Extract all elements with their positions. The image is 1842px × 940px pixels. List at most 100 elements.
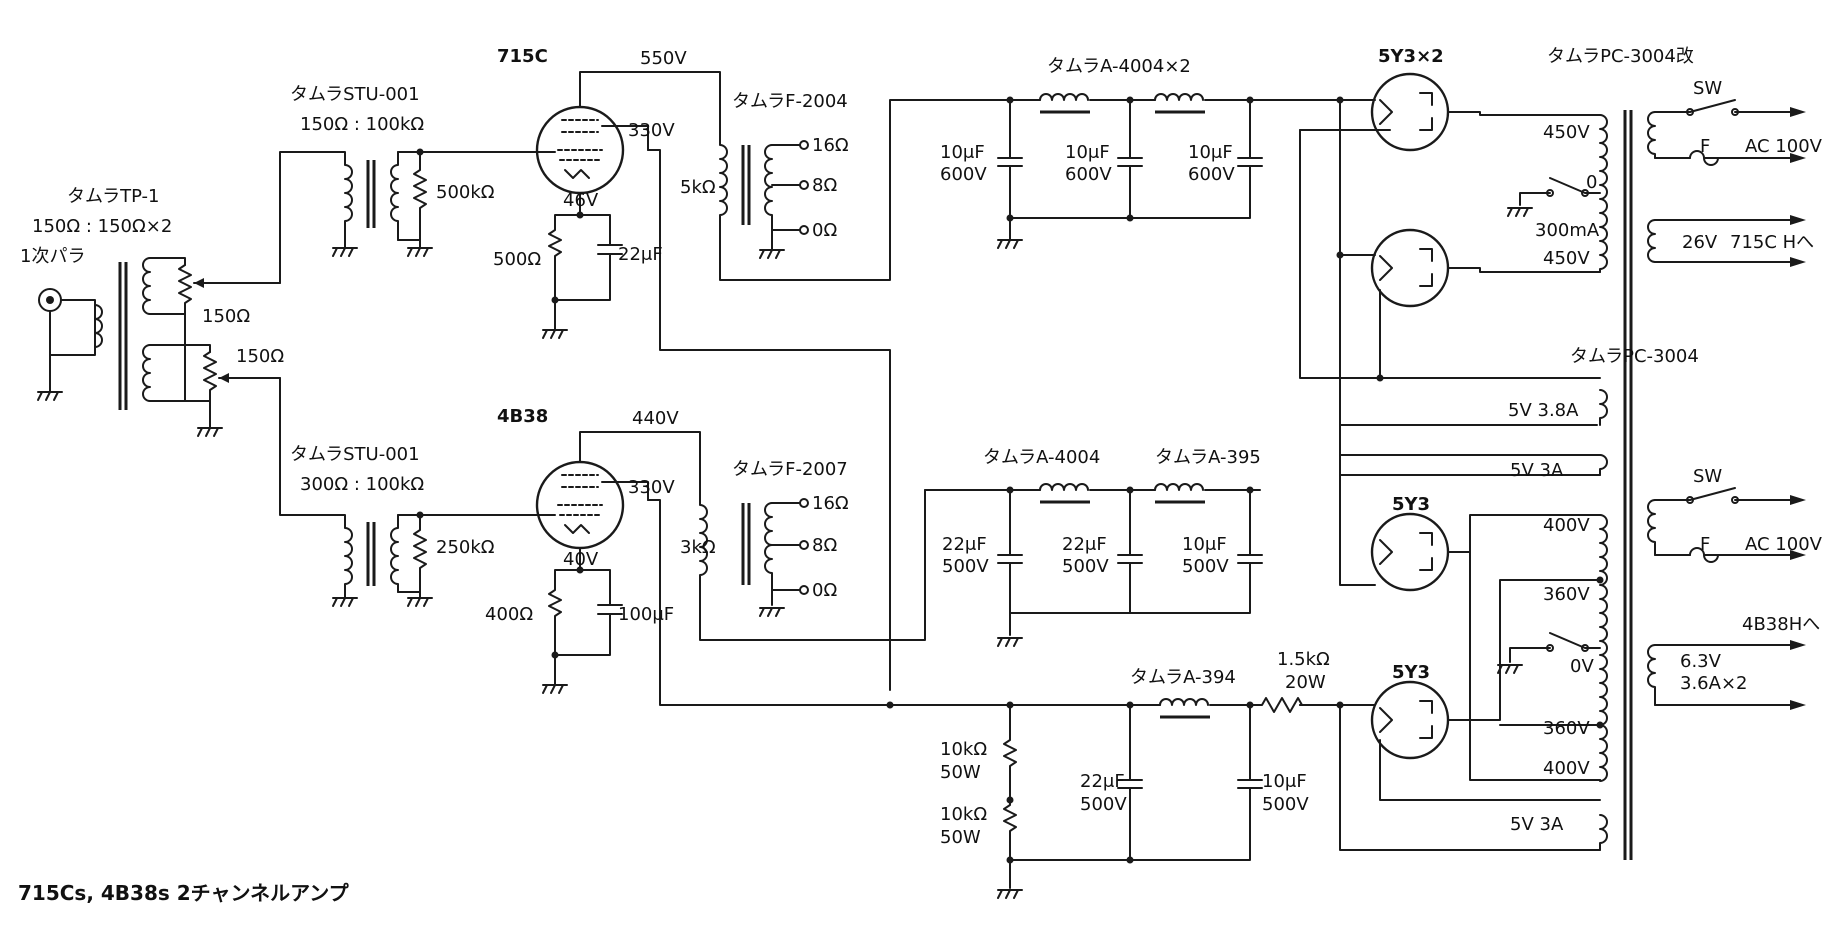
cap3-voltage-2: 500V	[1182, 556, 1229, 577]
switch-label: SW	[1693, 78, 1722, 99]
cathode-cap-2-value: 100μF	[618, 604, 674, 625]
cap2-value-2: 22μF	[1062, 534, 1107, 555]
heater-voltage: 26V	[1682, 232, 1718, 253]
series-resistor	[1249, 697, 1303, 713]
tp1-label: タムラTP-1	[67, 186, 160, 207]
pc3004-hv-secondary	[1599, 514, 1608, 782]
switch2-label: SW	[1693, 466, 1722, 487]
tp1-secondary-top	[142, 257, 151, 315]
series-resistor-watt: 20W	[1285, 672, 1326, 693]
rectifier-5y3-b	[1370, 228, 1450, 308]
cap2-voltage: 600V	[1065, 164, 1112, 185]
choke3-label: タムラA-394	[1130, 667, 1236, 688]
cap2-value: 10μF	[1065, 142, 1110, 163]
stu2-ratio: 300Ω : 100kΩ	[300, 474, 424, 495]
stu-ratio: 150Ω : 100kΩ	[300, 114, 424, 135]
cap1-value: 10μF	[940, 142, 985, 163]
heater-dest: 715C Hへ	[1730, 232, 1814, 253]
tp1-note: 1次パラ	[20, 246, 85, 267]
cap5-value: 10μF	[1262, 771, 1307, 792]
of2-primary-value: 3kΩ	[680, 537, 716, 558]
tp1-primary-coil	[94, 304, 103, 348]
diagram-caption: 715Cs, 4B38s 2チャンネルアンプ	[18, 881, 350, 905]
tap-400b: 400V	[1543, 758, 1590, 779]
pc3004mod-label: タムラPC-3004改	[1547, 46, 1694, 67]
hv1-voltage: 450V	[1543, 122, 1590, 143]
bleeder1-watt: 50W	[940, 762, 981, 783]
ground-symbol	[407, 597, 433, 607]
current-rating: 300mA	[1535, 220, 1600, 241]
pot-top	[178, 264, 192, 321]
ac-label: AC 100V	[1745, 136, 1823, 157]
rectifier-5y3-c	[1370, 512, 1450, 592]
ground-symbol	[759, 249, 785, 259]
stu2-primary	[337, 514, 353, 593]
tap-400a: 400V	[1543, 515, 1590, 536]
ground-symbol	[542, 684, 568, 694]
stu-label: タムラSTU-001	[290, 84, 420, 105]
of-secondary	[764, 144, 773, 231]
of-primary-value: 5kΩ	[680, 177, 716, 198]
rectifier-5y3-a	[1370, 72, 1450, 152]
heater2-voltage: 6.3V	[1680, 651, 1722, 672]
of2-primary	[699, 489, 1001, 641]
cap1-value-2: 22μF	[942, 534, 987, 555]
tube-label: 715C	[497, 46, 548, 67]
hv2-voltage: 450V	[1543, 248, 1590, 269]
cathode-voltage-2: 40V	[563, 549, 599, 570]
of-primary	[719, 99, 1001, 281]
tap2-0: 0Ω	[812, 580, 837, 601]
pc3004mod-fil	[1599, 389, 1608, 426]
stu2-label: タムラSTU-001	[290, 444, 420, 465]
fil1-rating: 5V 3.8A	[1508, 400, 1579, 421]
tp1-secondary-bottom	[142, 344, 151, 402]
input-section: タムラTP-1 150Ω : 150Ω×2 1次パラ 150Ω 150Ω	[20, 151, 339, 516]
rectifier-5y3-d	[1370, 680, 1450, 760]
of2-secondary	[764, 502, 773, 591]
series-resistor-value: 1.5kΩ	[1277, 649, 1330, 670]
heater2-dest: 4B38Hへ	[1742, 614, 1820, 635]
pc3004-fil2	[1599, 814, 1608, 851]
pc3004mod-primary	[1647, 111, 1656, 159]
cathode-resistor-2-value: 400Ω	[485, 604, 533, 625]
cap1-voltage: 600V	[940, 164, 987, 185]
filter-caps-2	[997, 489, 1263, 636]
stu-secondary	[390, 151, 399, 241]
fuse2-label: F	[1700, 534, 1710, 555]
cathode-voltage: 46V	[563, 190, 599, 211]
ground-symbol	[37, 391, 63, 401]
fuse-label: F	[1700, 136, 1710, 157]
rect1-label: 5Y3	[1392, 494, 1430, 515]
choke1-label: タムラA-4004	[983, 447, 1100, 468]
plate-voltage-2: 440V	[632, 408, 679, 429]
cap4-value: 22μF	[1080, 771, 1125, 792]
center-tap: 0	[1586, 172, 1597, 193]
tap-0v: 0V	[1570, 656, 1594, 677]
choke2-label: タムラA-395	[1155, 447, 1261, 468]
output-transformer-label: タムラF-2004	[732, 91, 848, 112]
plate-voltage: 550V	[640, 48, 687, 69]
pc3004mod-heater	[1647, 219, 1656, 263]
pc3004-primary	[1647, 499, 1656, 556]
tap-360a: 360V	[1543, 584, 1590, 605]
ground-symbol	[997, 239, 1023, 249]
psu-4b38: タムラPC-3004 5V 3A タムラA-4004 タムラA-395 22μF…	[889, 346, 1823, 899]
ground-symbol	[1507, 207, 1533, 217]
tap2-8: 8Ω	[812, 535, 837, 556]
fil-5v3a: 5V 3A	[1510, 460, 1564, 481]
cathode-network	[548, 214, 623, 331]
ac2-label: AC 100V	[1745, 534, 1823, 555]
cap1-voltage-2: 500V	[942, 556, 989, 577]
ground-symbol	[407, 247, 433, 257]
chokes-label: タムラA-4004×2	[1047, 56, 1191, 77]
choke-a4004	[1039, 483, 1089, 491]
ground-symbol	[997, 637, 1023, 647]
stu2-secondary	[390, 514, 399, 593]
fuse-2	[1689, 547, 1719, 563]
ground-symbol	[542, 329, 568, 339]
screen-voltage-2: 330V	[628, 477, 675, 498]
cap3-value: 10μF	[1188, 142, 1233, 163]
cap2-voltage-2: 500V	[1062, 556, 1109, 577]
ground-symbol	[1497, 664, 1523, 674]
